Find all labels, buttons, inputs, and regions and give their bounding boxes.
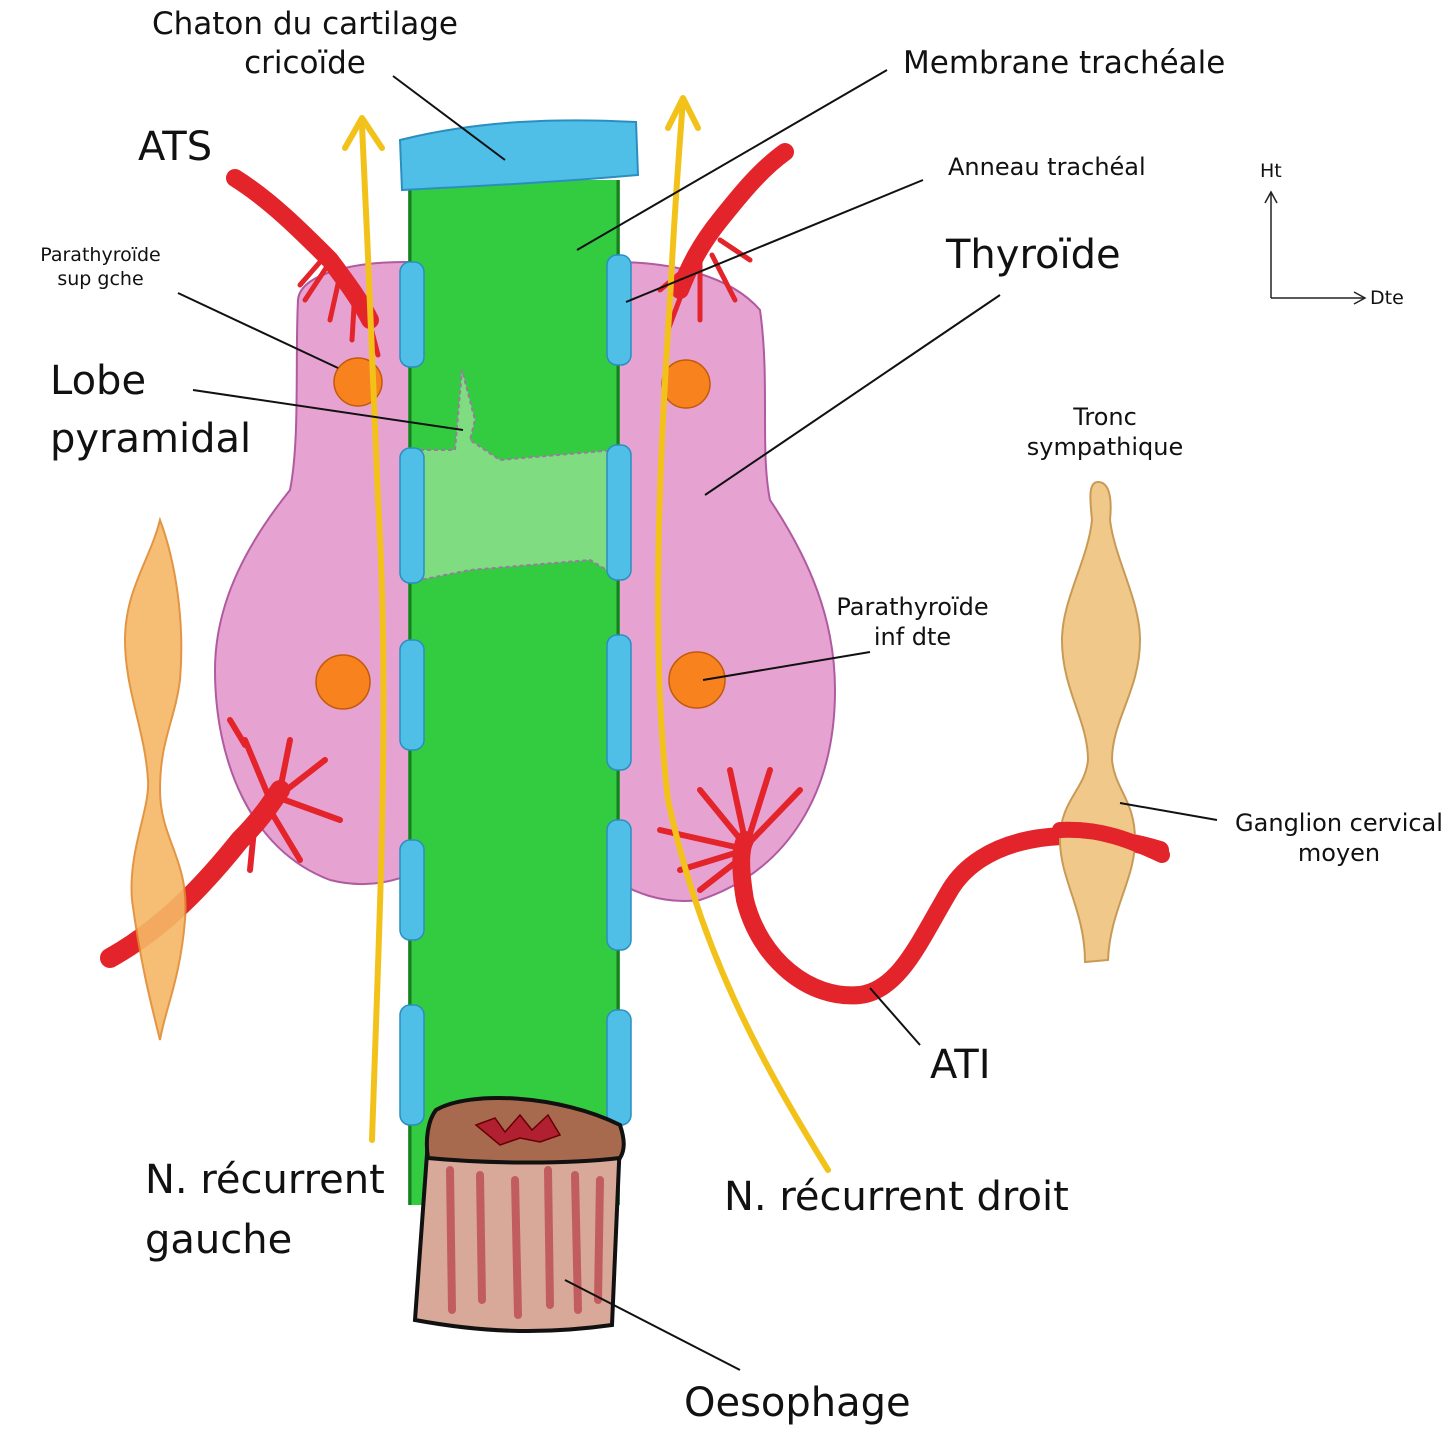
oesophagus xyxy=(415,1098,624,1331)
label-anneau: Anneau trachéal xyxy=(948,152,1146,182)
parathyroid-sup-right xyxy=(662,360,710,408)
parathyroid-inf-right xyxy=(669,652,725,708)
label-tronc-line2: sympathique xyxy=(1005,432,1205,462)
label-oesophage: Oesophage xyxy=(684,1378,911,1428)
label-ati: ATI xyxy=(930,1040,991,1090)
label-ganglion-line1: Ganglion cervical xyxy=(1225,808,1453,838)
label-ganglion-cervical: Ganglion cervical moyen xyxy=(1225,808,1453,868)
label-parathyroide-inf: Parathyroïde inf dte xyxy=(820,592,1005,652)
label-recurrent-gauche-line1: N. récurrent xyxy=(145,1150,385,1210)
trachea xyxy=(408,180,620,1205)
label-lobe-line1: Lobe xyxy=(50,352,251,410)
label-chaton-line2: cricoïde xyxy=(135,44,475,83)
thyroid-right-lobe xyxy=(615,262,835,901)
sympathetic-trunk-left xyxy=(125,520,186,1040)
label-lobe-pyramidal: Lobe pyramidal xyxy=(50,352,251,468)
label-recurrent-droit: N. récurrent droit xyxy=(724,1172,1069,1222)
label-parathyroide-sup-line2: sup gche xyxy=(18,268,183,292)
label-tronc-sympathique: Tronc sympathique xyxy=(1005,402,1205,462)
label-ats: ATS xyxy=(138,122,212,172)
cricoid-cartilage xyxy=(400,120,638,190)
label-membrane: Membrane trachéale xyxy=(903,44,1225,83)
label-tronc-line1: Tronc xyxy=(1005,402,1205,432)
orientation-axes xyxy=(1265,192,1365,304)
label-recurrent-gauche-line2: gauche xyxy=(145,1210,385,1270)
label-parathyroide-inf-line2: inf dte xyxy=(820,622,1005,652)
label-recurrent-gauche: N. récurrent gauche xyxy=(145,1150,385,1270)
label-chaton: Chaton du cartilage cricoïde xyxy=(135,5,475,83)
sympathetic-trunk-right xyxy=(1060,482,1140,962)
parathyroid-inf-left xyxy=(316,655,370,709)
label-thyroide: Thyroïde xyxy=(946,230,1121,280)
label-ganglion-line2: moyen xyxy=(1225,838,1453,868)
label-parathyroide-inf-line1: Parathyroïde xyxy=(820,592,1005,622)
label-parathyroide-sup-line1: Parathyroïde xyxy=(18,244,183,268)
axis-label-up: Ht xyxy=(1260,160,1282,184)
label-lobe-line2: pyramidal xyxy=(50,410,251,468)
label-parathyroide-sup: Parathyroïde sup gche xyxy=(18,244,183,292)
axis-label-right: Dte xyxy=(1370,287,1404,311)
label-chaton-line1: Chaton du cartilage xyxy=(135,5,475,44)
